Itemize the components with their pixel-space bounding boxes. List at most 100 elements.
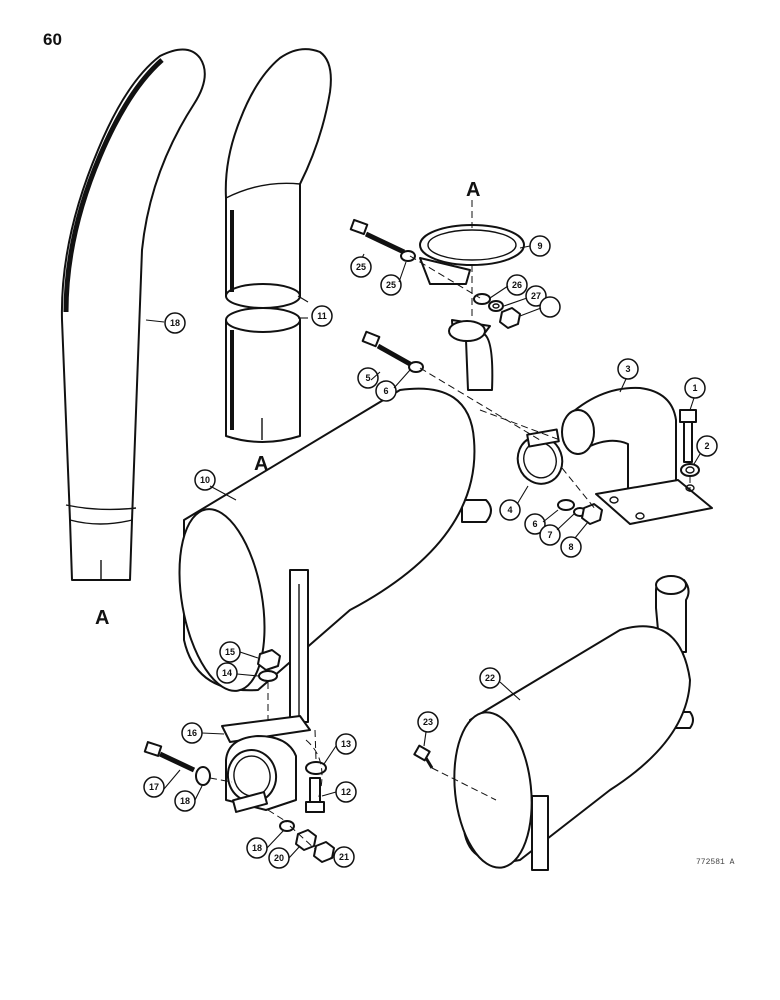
svg-text:14: 14 <box>222 668 232 678</box>
svg-text:2: 2 <box>704 441 709 451</box>
clamp-4 <box>515 428 564 507</box>
callout-27 <box>539 296 561 318</box>
muffler-22-strap <box>531 795 549 871</box>
callout-4: 4 <box>499 499 521 521</box>
washer-18a <box>195 766 211 786</box>
bracket-16 <box>221 715 311 813</box>
callout-10: 10 <box>194 469 216 491</box>
svg-text:25: 25 <box>356 262 366 272</box>
washer-6b <box>557 499 575 511</box>
callout-11: 11 <box>311 305 333 327</box>
svg-text:15: 15 <box>225 647 235 657</box>
svg-text:16: 16 <box>187 728 197 738</box>
callout-18b: 18 <box>246 837 268 859</box>
svg-text:7: 7 <box>547 530 552 540</box>
nut-8 <box>581 503 603 525</box>
svg-text:13: 13 <box>341 739 351 749</box>
washer-18b <box>279 820 295 832</box>
svg-text:20: 20 <box>274 853 284 863</box>
bolt-17 <box>143 741 196 773</box>
svg-text:12: 12 <box>341 787 351 797</box>
bolt-24 <box>349 218 406 263</box>
muffler-10 <box>178 319 494 723</box>
ref-letter-a-pipe19: A <box>95 607 109 629</box>
bolt-1 <box>679 409 697 463</box>
muffler-22-end-face <box>453 711 533 869</box>
catalog-code: 772581 A <box>696 858 735 867</box>
callout-18a: 18 <box>174 790 196 812</box>
callout-19: 18 <box>164 312 186 334</box>
svg-text:25: 25 <box>386 280 396 290</box>
ref-letter-a-pipe11: A <box>254 453 268 475</box>
svg-text:17: 17 <box>149 782 159 792</box>
svg-text:27: 27 <box>531 291 541 301</box>
callout-5: 5 <box>357 367 379 389</box>
callout-13: 13 <box>335 733 357 755</box>
muffler-22 <box>453 575 694 871</box>
pipe-cut-ellipse-bottom <box>225 307 301 333</box>
svg-text:18: 18 <box>252 843 262 853</box>
exhaust-stack-11 <box>224 48 332 443</box>
page-number: 60 <box>43 30 62 49</box>
callout-3: 3 <box>617 358 639 380</box>
callout-16: 16 <box>181 722 203 744</box>
svg-text:21: 21 <box>339 852 349 862</box>
svg-text:22: 22 <box>485 673 495 683</box>
callout-24: 25 <box>350 256 372 278</box>
callout-9: 9 <box>529 235 551 257</box>
ref-letter-a-top: A <box>466 179 480 201</box>
callout-26: 27 <box>525 285 547 307</box>
washer-13 <box>305 761 327 775</box>
callout-1: 1 <box>684 377 706 399</box>
svg-text:6: 6 <box>532 519 537 529</box>
svg-text:5: 5 <box>365 373 370 383</box>
nut-27 <box>499 307 521 329</box>
callout-8: 8 <box>560 536 582 558</box>
callout-20: 20 <box>268 847 290 869</box>
elbow-flange <box>595 479 713 525</box>
nut-15 <box>257 649 281 671</box>
callout-12: 12 <box>335 781 357 803</box>
callout-17: 17 <box>143 776 165 798</box>
svg-text:3: 3 <box>625 364 630 374</box>
callout-2: 2 <box>696 435 718 457</box>
washer-25a <box>400 250 416 262</box>
svg-text:10: 10 <box>200 475 210 485</box>
callout-14: 14 <box>216 662 238 684</box>
callout-7: 7 <box>539 524 561 546</box>
nut-21 <box>313 841 335 863</box>
elbow-3 <box>561 386 713 525</box>
callout-22: 22 <box>479 667 501 689</box>
callout-6a: 6 <box>375 380 397 402</box>
svg-text:26: 26 <box>512 280 522 290</box>
muffler-22-outlet <box>655 575 687 595</box>
exhaust-stack-19 <box>60 48 206 581</box>
washer-6a <box>408 361 424 373</box>
muffler-outlet-elbow <box>448 320 486 342</box>
washer-14 <box>258 670 278 682</box>
pipe-cut-ellipse-top <box>225 283 301 309</box>
svg-text:9: 9 <box>537 241 542 251</box>
svg-text:18: 18 <box>180 796 190 806</box>
callout-23: 23 <box>417 711 439 733</box>
callout-25b: 26 <box>506 274 528 296</box>
svg-text:4: 4 <box>507 505 512 515</box>
elbow-inlet <box>561 409 595 455</box>
svg-text:18: 18 <box>170 318 180 328</box>
svg-text:1: 1 <box>692 383 697 393</box>
svg-text:11: 11 <box>317 311 327 321</box>
assembly-lines <box>209 200 691 851</box>
callout-15: 15 <box>219 641 241 663</box>
callout-21: 21 <box>333 846 355 868</box>
plug-23 <box>413 744 434 769</box>
svg-text:6: 6 <box>383 386 388 396</box>
muffler-end-face <box>178 508 266 692</box>
callout-leaders <box>163 261 701 859</box>
svg-text:23: 23 <box>423 717 433 727</box>
bolt-5 <box>361 330 412 367</box>
callout-25a: 25 <box>380 274 402 296</box>
svg-text:8: 8 <box>568 542 573 552</box>
washer-26 <box>488 300 504 312</box>
callout-6b: 6 <box>524 513 546 535</box>
